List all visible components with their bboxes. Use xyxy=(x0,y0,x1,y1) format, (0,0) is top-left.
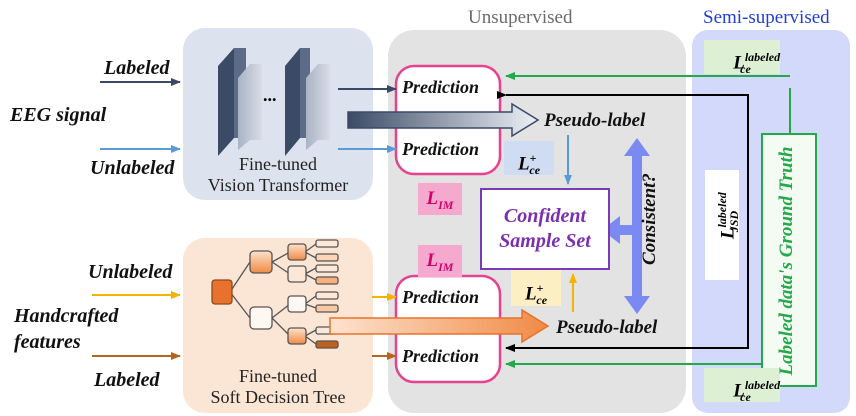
confident-set-line2: Sample Set xyxy=(499,230,591,252)
loss-jsd-labeled: LlabeledJSD xyxy=(715,192,742,240)
sdt-caption-line2: Soft Decision Tree xyxy=(210,387,346,407)
input-handcrafted-line2: features xyxy=(14,331,81,353)
loss-ce-labeled-top: Llabeledce xyxy=(704,40,780,76)
loss-im-bottom: LIM xyxy=(418,245,462,277)
fat-arrow-bottom-pseudo xyxy=(329,308,550,344)
vit-ellipsis: ... xyxy=(263,85,277,105)
prediction-top-labeled: Prediction xyxy=(402,77,479,97)
pseudo-label-top: Pseudo-label xyxy=(544,110,646,131)
vit-layers-icon xyxy=(218,48,330,156)
input-handcrafted-line1: Handcrafted xyxy=(14,305,119,327)
consistency-arrow xyxy=(602,138,650,314)
semi-supervised-title: Semi-supervised xyxy=(703,7,830,28)
unsupervised-title: Unsupervised xyxy=(468,7,573,28)
input-unlabeled-top: Unlabeled xyxy=(90,157,175,179)
sdt-tree-icon xyxy=(211,239,339,349)
prediction-bottom-labeled: Prediction xyxy=(402,346,479,366)
vit-caption-line2: Vision Transformer xyxy=(207,175,349,195)
prediction-bottom-unlabeled: Prediction xyxy=(402,287,479,307)
vit-caption-line1: Fine-tuned xyxy=(239,154,317,174)
input-eeg-signal: EEG signal xyxy=(10,104,107,126)
loss-ce-plus-top: L+ce xyxy=(504,141,554,177)
consistent-label: Consistent? xyxy=(639,173,660,265)
vit-caption: Fine-tuned Vision Transformer xyxy=(193,154,363,196)
input-labeled-bottom: Labeled xyxy=(94,369,160,391)
jsd-loss-box xyxy=(705,170,739,280)
input-unlabeled-bottom: Unlabeled xyxy=(88,261,173,283)
loss-ce-plus-bottom: L+ce xyxy=(511,270,561,307)
ground-truth-box xyxy=(761,133,817,387)
confident-sample-set-box: Confident Sample Set xyxy=(480,188,610,270)
ground-truth-label: Labeled data's Ground Truth xyxy=(776,146,797,376)
input-labeled-top: Labeled xyxy=(104,57,170,79)
sdt-caption: Fine-tuned Soft Decision Tree xyxy=(193,366,363,408)
sdt-caption-line1: Fine-tuned xyxy=(239,366,317,386)
loss-im-top: LIM xyxy=(418,183,462,215)
prediction-top-unlabeled: Prediction xyxy=(402,139,479,159)
pseudo-label-bottom: Pseudo-label xyxy=(556,317,658,338)
black-jsd-path xyxy=(497,91,749,352)
loss-ce-labeled-bottom: Llabeledce xyxy=(704,368,780,404)
confident-set-line1: Confident xyxy=(503,205,587,227)
